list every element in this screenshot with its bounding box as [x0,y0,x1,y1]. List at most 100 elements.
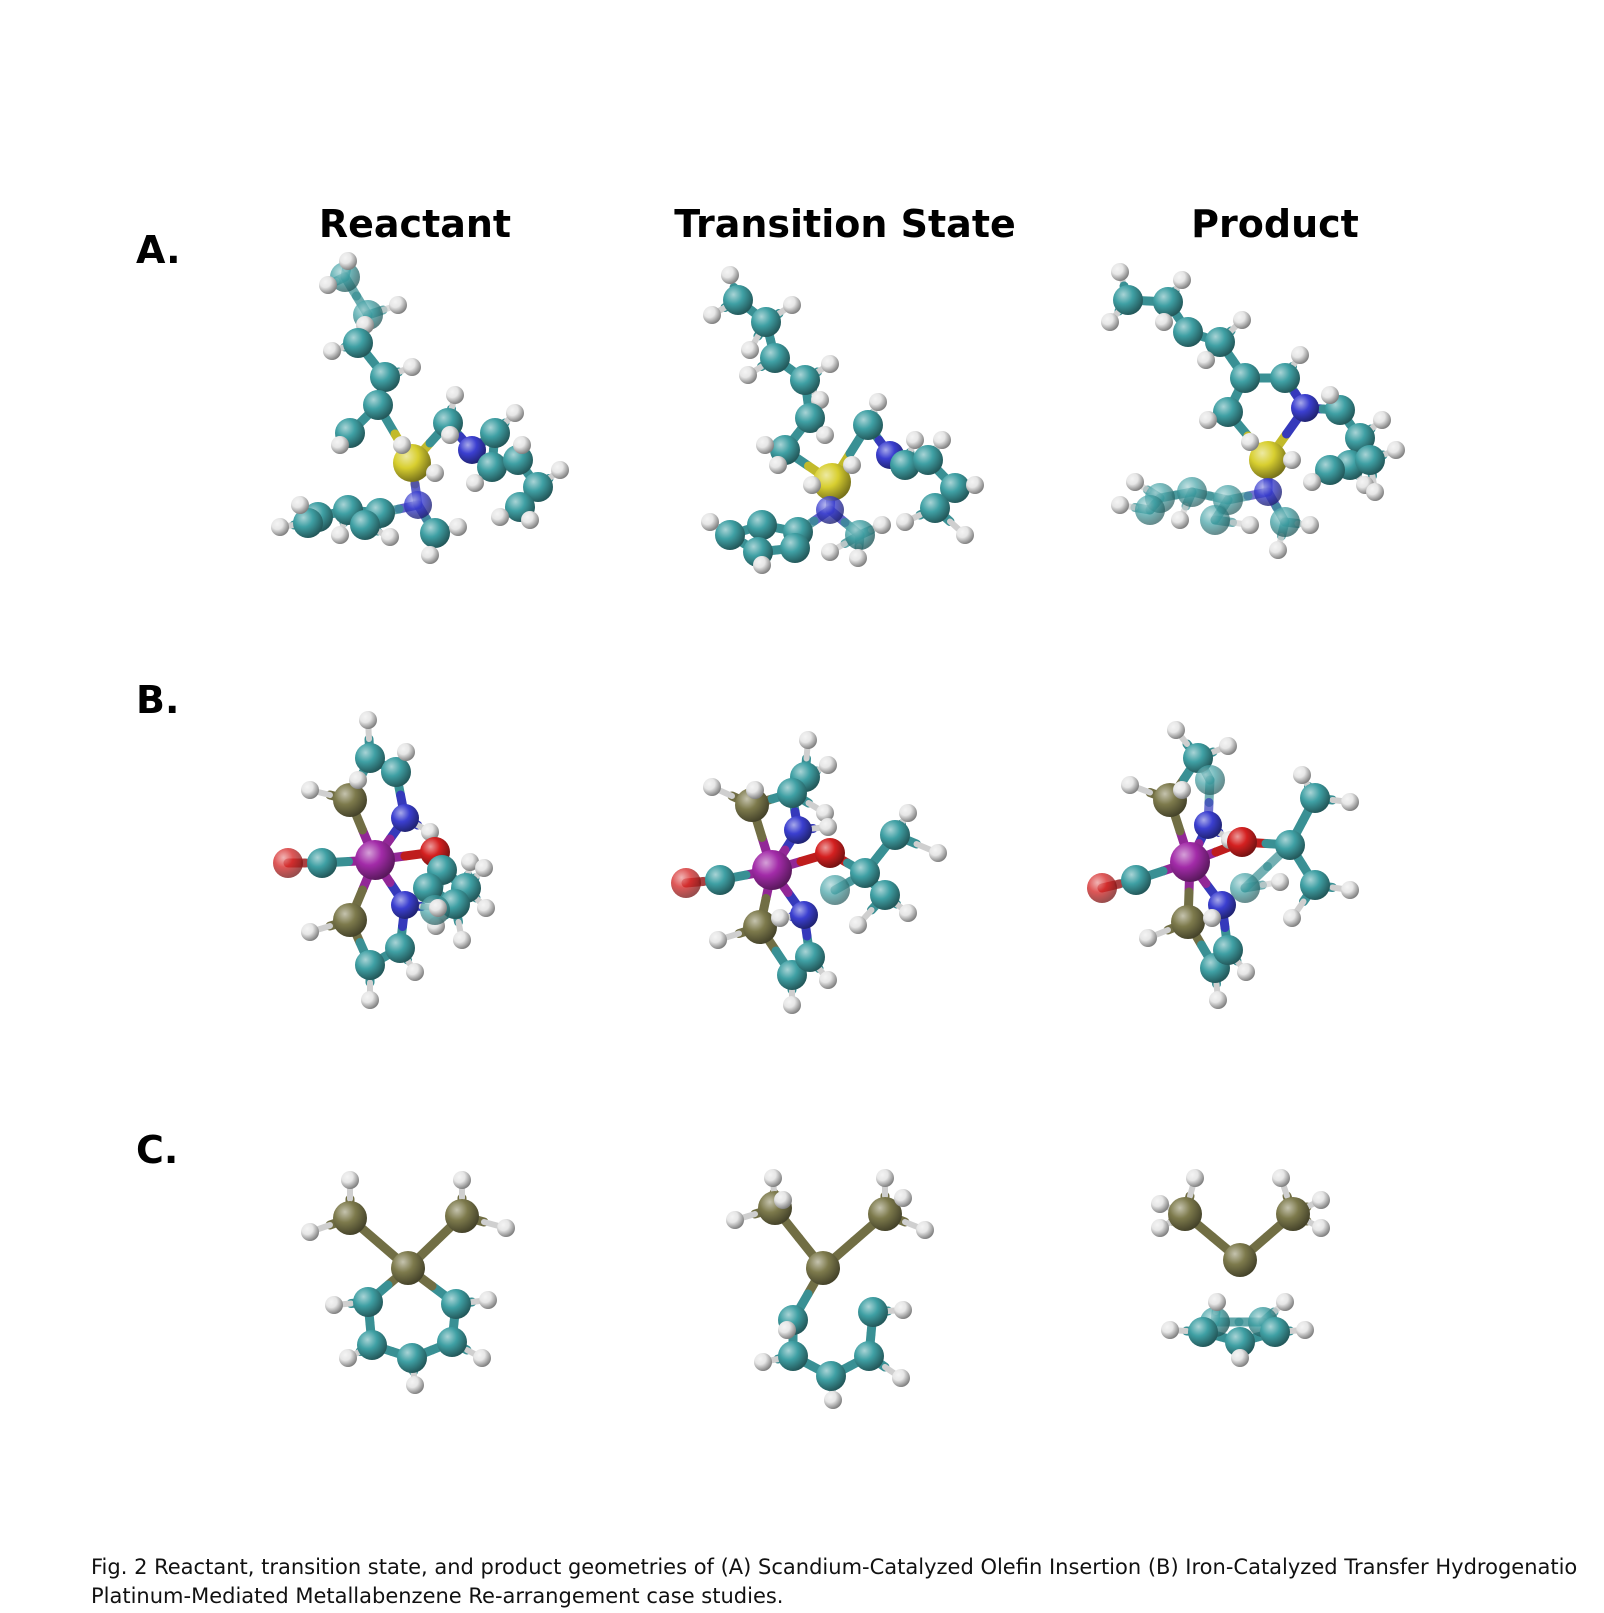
atom-h [421,823,439,841]
atom-h [821,355,839,373]
atom-h [513,436,531,454]
atom-h [1272,1169,1290,1187]
atom-h [819,971,837,989]
atom-h [1231,1349,1249,1367]
atom-h [331,436,349,454]
atom-h [701,513,719,531]
atom-c [293,508,323,538]
atom-h [393,436,411,454]
atom-c [1213,935,1243,965]
atom-c [780,533,810,563]
atom-c [1270,507,1300,537]
atom-h [916,1221,934,1239]
atom-h [929,844,947,862]
atom-h [741,341,759,359]
atom-h [1269,541,1287,559]
molecule-a-reactant [271,252,569,564]
atom-h [271,518,289,536]
atom-c [1195,765,1225,795]
molecule-b-transition-state [671,731,947,1014]
atom-c [778,1341,808,1371]
atom-h [816,804,834,822]
atom-h [1373,411,1391,429]
atom-h [473,1349,491,1367]
atom-fe [752,850,792,890]
atom-c [307,848,337,878]
atom-h [301,1223,319,1241]
figure-caption: Fig. 2 Reactant, transition state, and p… [91,1553,1604,1611]
atom-c [523,472,553,502]
atom-h [1321,386,1339,404]
atom-c [480,418,510,448]
atom-h [359,711,377,729]
atom-c [1230,873,1260,903]
atom-h [894,1301,912,1319]
atom-h [821,543,839,561]
atom-h [1276,1293,1294,1311]
atom-c [1225,1327,1255,1357]
atom-c [850,858,880,888]
atom-n [816,496,844,524]
atom-c [715,520,745,550]
atom-o [815,838,845,868]
atom-c [350,510,380,540]
atom-c [1153,287,1183,317]
atoms-group [273,711,495,1009]
atom-c [890,450,920,480]
atom-c [913,445,943,475]
column-title-transition-state: Transition State [674,202,1016,246]
row-label-b: B. [136,678,180,722]
atoms-group [301,1171,515,1394]
atom-c [1200,505,1230,535]
atom-h [803,476,821,494]
atom-h [323,342,341,360]
atom-pt [868,1197,902,1231]
atom-c [751,307,781,337]
atom-h [824,1391,842,1409]
atom-h [1208,1293,1226,1311]
atom-h [381,528,399,546]
atom-c [747,510,777,540]
atom-h [331,526,349,544]
atom-pt [333,783,367,817]
atoms-group [726,1169,934,1409]
atom-h [466,474,484,492]
atom-h [491,508,509,526]
atom-pt [806,1251,840,1285]
atom-h [709,931,727,949]
atom-h [1271,873,1289,891]
atom-pt [1168,1197,1202,1231]
atom-h [449,518,467,536]
atom-c [705,865,735,895]
atom-n [391,891,419,919]
atom-h [739,366,757,384]
molecule-c-reactant [301,1171,515,1394]
atoms-group [671,731,947,1014]
atom-c [420,518,450,548]
atom-c [940,473,970,503]
atom-h [933,431,951,449]
atom-h [899,904,917,922]
atom-c [858,1297,888,1327]
atom-c [343,328,373,358]
atom-h [325,1296,343,1314]
atom-n [784,816,812,844]
atom-h [754,1353,772,1371]
atom-h [783,296,801,314]
atom-h [1161,1321,1179,1339]
atom-h [756,436,774,454]
atom-h [703,306,721,324]
atom-n [391,804,419,832]
atom-h [453,1171,471,1189]
atom-sc [1249,441,1287,479]
atom-h [703,778,721,796]
atom-h [1139,929,1157,947]
atom-h [1341,793,1359,811]
atom-h [1312,1191,1330,1209]
atom-c [845,520,875,550]
atom-pt [1276,1197,1310,1231]
atom-c [790,365,820,395]
atom-pt [743,910,777,944]
atom-fe [1170,842,1210,882]
atom-h [956,526,974,544]
